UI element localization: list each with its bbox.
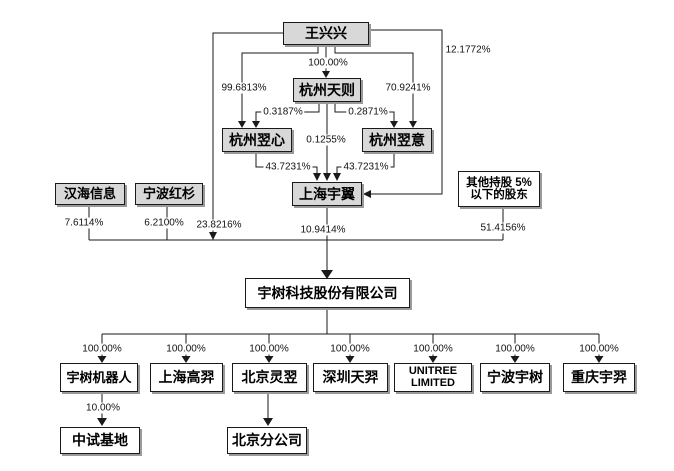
node-shanghai-yuyi: 上海宇翼 — [292, 182, 362, 206]
pct-company-to-chongqing-yuyi: 100.00% — [577, 343, 621, 355]
node-zhongshi-jidi: 中试基地 — [60, 427, 140, 454]
node-ningbo-hongshan: 宁波红杉 — [135, 183, 203, 205]
node-beijing-branch: 北京分公司 — [227, 427, 307, 454]
pct-company-to-ningbo-yushu: 100.00% — [493, 343, 537, 355]
pct-tianze-to-yiyi: 0.2871% — [346, 106, 390, 118]
node-subsidiary-yushu-robot: 宇树机器人 — [60, 363, 138, 392]
node-subsidiary-ningbo-yushu: 宁波宇树 — [480, 363, 550, 392]
node-hangzhou-yiyi: 杭州翌意 — [362, 128, 432, 152]
pct-wang-to-tianze: 100.00% — [306, 57, 350, 69]
node-hangzhou-tianze: 杭州天则 — [293, 78, 361, 102]
node-subsidiary-shenzhen-tianyi: 深圳天羿 — [313, 363, 388, 392]
pct-tianze-to-yixin: 0.3187% — [261, 106, 305, 118]
pct-wang-to-yiyi: 70.9241% — [383, 82, 433, 94]
pct-hongshan-to-company: 6.2100% — [142, 217, 186, 229]
pct-wang-to-yixin: 99.6813% — [219, 82, 269, 94]
pct-company-to-unitree-limited: 100.00% — [411, 343, 455, 355]
pct-wang-to-company: 23.8216% — [194, 219, 244, 231]
other-holders-line1: 其他持股 5% — [466, 176, 532, 189]
pct-yiyi-to-shanghai-yuyi: 43.7231% — [341, 161, 391, 173]
pct-tianze-to-shanghai-yuyi: 0.1255% — [304, 134, 348, 146]
pct-hanhai-to-company: 7.6114% — [62, 217, 106, 229]
node-hangzhou-yixin: 杭州翌心 — [222, 128, 292, 152]
node-subsidiary-chongqing-yuyi: 重庆宇羿 — [563, 363, 635, 392]
node-company: 宇树科技股份有限公司 — [245, 278, 410, 308]
pct-company-to-beijing-lingyi: 100.00% — [247, 343, 291, 355]
node-subsidiary-shanghai-gaoyi: 上海高羿 — [150, 363, 223, 392]
node-subsidiary-unitree-limited: UNITREE LIMITED — [394, 363, 472, 392]
pct-shanghai-yuyi-to-company: 10.9414% — [298, 224, 348, 236]
pct-other-to-company: 51.4156% — [478, 222, 528, 234]
other-holders-line2: 以下的股东 — [470, 189, 528, 201]
node-subsidiary-beijing-lingyi: 北京灵翌 — [232, 363, 307, 392]
pct-wang-to-shanghai-yuyi: 12.1772% — [443, 44, 493, 56]
node-other-holders: 其他持股 5% 以下的股东 — [458, 171, 540, 207]
pct-yixin-to-shanghai-yuyi: 43.7231% — [263, 161, 313, 173]
node-hanhai-xinxi: 汉海信息 — [55, 183, 125, 205]
pct-company-to-yushu-robot: 100.00% — [80, 343, 124, 355]
pct-robot-to-zhongshi: 10.00% — [84, 402, 122, 414]
pct-company-to-shanghai-gaoyi: 100.00% — [164, 343, 208, 355]
node-wang-xingxing: 王兴兴 — [283, 22, 369, 45]
pct-company-to-shenzhen-tianyi: 100.00% — [328, 343, 372, 355]
